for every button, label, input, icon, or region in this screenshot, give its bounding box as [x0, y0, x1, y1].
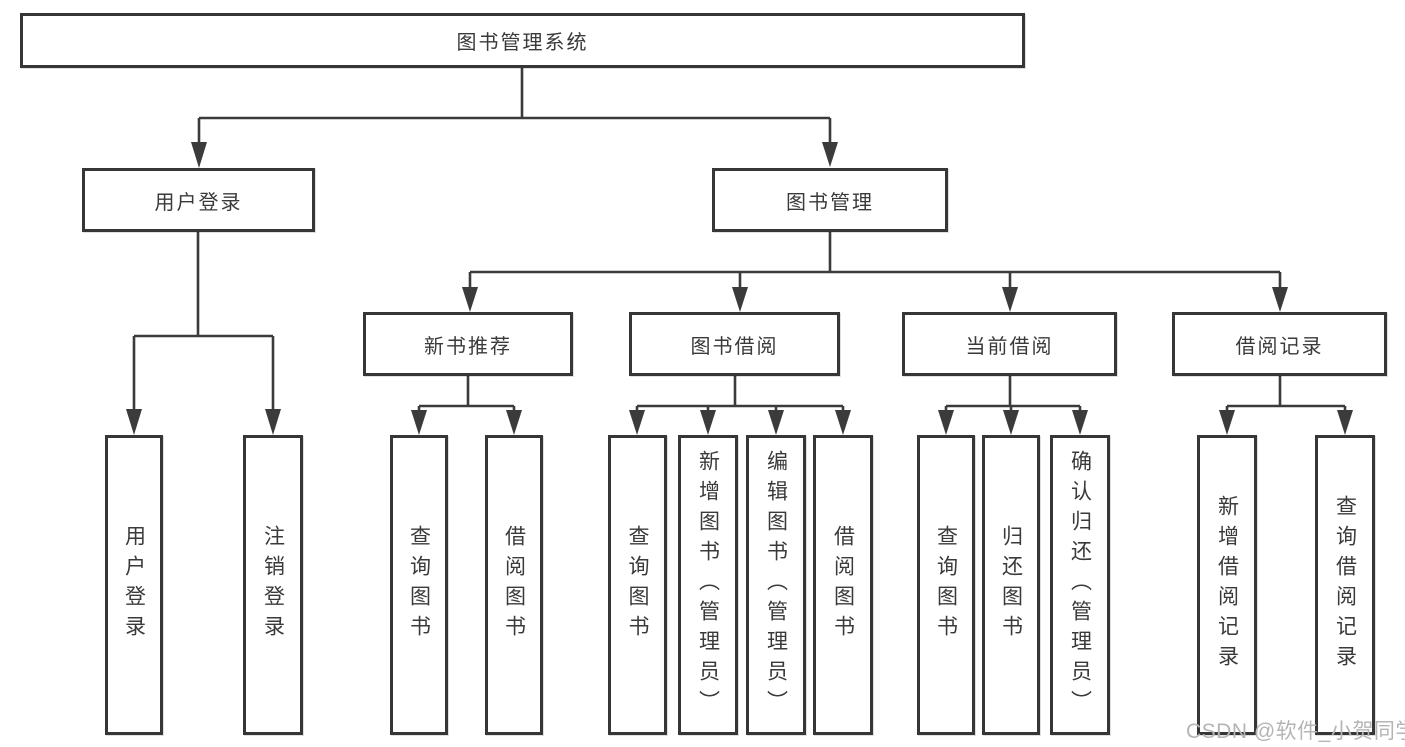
node-book-borrow: 图书借阅 [629, 312, 840, 376]
node-label: 用户登录 [122, 525, 146, 645]
arrow-down-icon [1337, 410, 1353, 435]
leaf-borrow-books-1: 借阅图书 [485, 435, 543, 735]
arrow-down-icon [126, 409, 142, 435]
arrow-down-icon [1003, 410, 1019, 435]
node-label: 新书推荐 [424, 335, 512, 358]
node-label: 查询图书 [934, 525, 958, 645]
leaf-confirm-return-admin: 确认归还（管理员） [1050, 435, 1110, 735]
leaf-return-books: 归还图书 [982, 435, 1040, 735]
node-label: 确认归还（管理员） [1068, 450, 1092, 720]
arrowheads [126, 142, 1353, 435]
node-book-management: 图书管理 [712, 168, 948, 232]
arrow-down-icon [732, 287, 748, 312]
node-user-login-group: 用户登录 [82, 168, 315, 232]
arrow-down-icon [506, 410, 522, 435]
node-label: 图书管理 [786, 191, 874, 214]
arrow-down-icon [1072, 410, 1088, 435]
node-label: 新增借阅记录 [1215, 495, 1239, 675]
arrow-down-icon [191, 142, 207, 168]
node-current-borrow: 当前借阅 [902, 312, 1117, 376]
leaf-edit-books-admin: 编辑图书（管理员） [746, 435, 806, 735]
leaf-query-books-1: 查询图书 [390, 435, 448, 735]
node-label: 查询借阅记录 [1333, 495, 1357, 675]
node-label: 借阅记录 [1235, 335, 1324, 358]
arrow-down-icon [629, 410, 645, 435]
arrow-down-icon [768, 410, 784, 435]
arrow-down-icon [1272, 287, 1288, 312]
node-root: 图书管理系统 [20, 13, 1025, 68]
arrow-down-icon [1002, 287, 1018, 312]
node-label: 编辑图书（管理员） [764, 450, 788, 720]
arrow-down-icon [411, 410, 427, 435]
arrow-down-icon [822, 142, 838, 167]
arrow-down-icon [835, 410, 851, 435]
leaf-add-books-admin: 新增图书（管理员） [678, 435, 738, 735]
leaf-query-books-3: 查询图书 [917, 435, 975, 735]
node-borrow-records: 借阅记录 [1172, 312, 1387, 376]
leaf-query-books-2: 查询图书 [608, 435, 667, 735]
leaf-user-login: 用户登录 [105, 435, 163, 735]
arrow-down-icon [265, 409, 281, 435]
node-label: 查询图书 [407, 525, 431, 645]
node-label: 注销登录 [261, 525, 285, 645]
arrow-down-icon [1219, 410, 1235, 435]
node-label: 用户登录 [154, 191, 243, 214]
arrow-down-icon [938, 410, 954, 435]
leaf-borrow-books-2: 借阅图书 [813, 435, 873, 735]
leaf-add-borrow-record: 新增借阅记录 [1197, 435, 1257, 735]
arrow-down-icon [462, 287, 478, 312]
leaf-query-borrow-record: 查询借阅记录 [1315, 435, 1375, 735]
node-new-book-recommend: 新书推荐 [363, 312, 573, 376]
arrow-down-icon [700, 410, 716, 435]
node-label: 查询图书 [626, 525, 649, 645]
node-label: 当前借阅 [965, 335, 1054, 358]
node-label: 归还图书 [999, 525, 1023, 645]
node-label: 图书借阅 [690, 335, 779, 358]
leaf-logout: 注销登录 [243, 435, 303, 735]
node-label: 借阅图书 [831, 525, 855, 645]
node-label: 图书管理系统 [456, 32, 589, 54]
csdn-watermark: CSDN @软件_小贺同学 [1186, 720, 1405, 743]
node-label: 借阅图书 [502, 525, 526, 645]
node-label: 新增图书（管理员） [696, 450, 720, 720]
